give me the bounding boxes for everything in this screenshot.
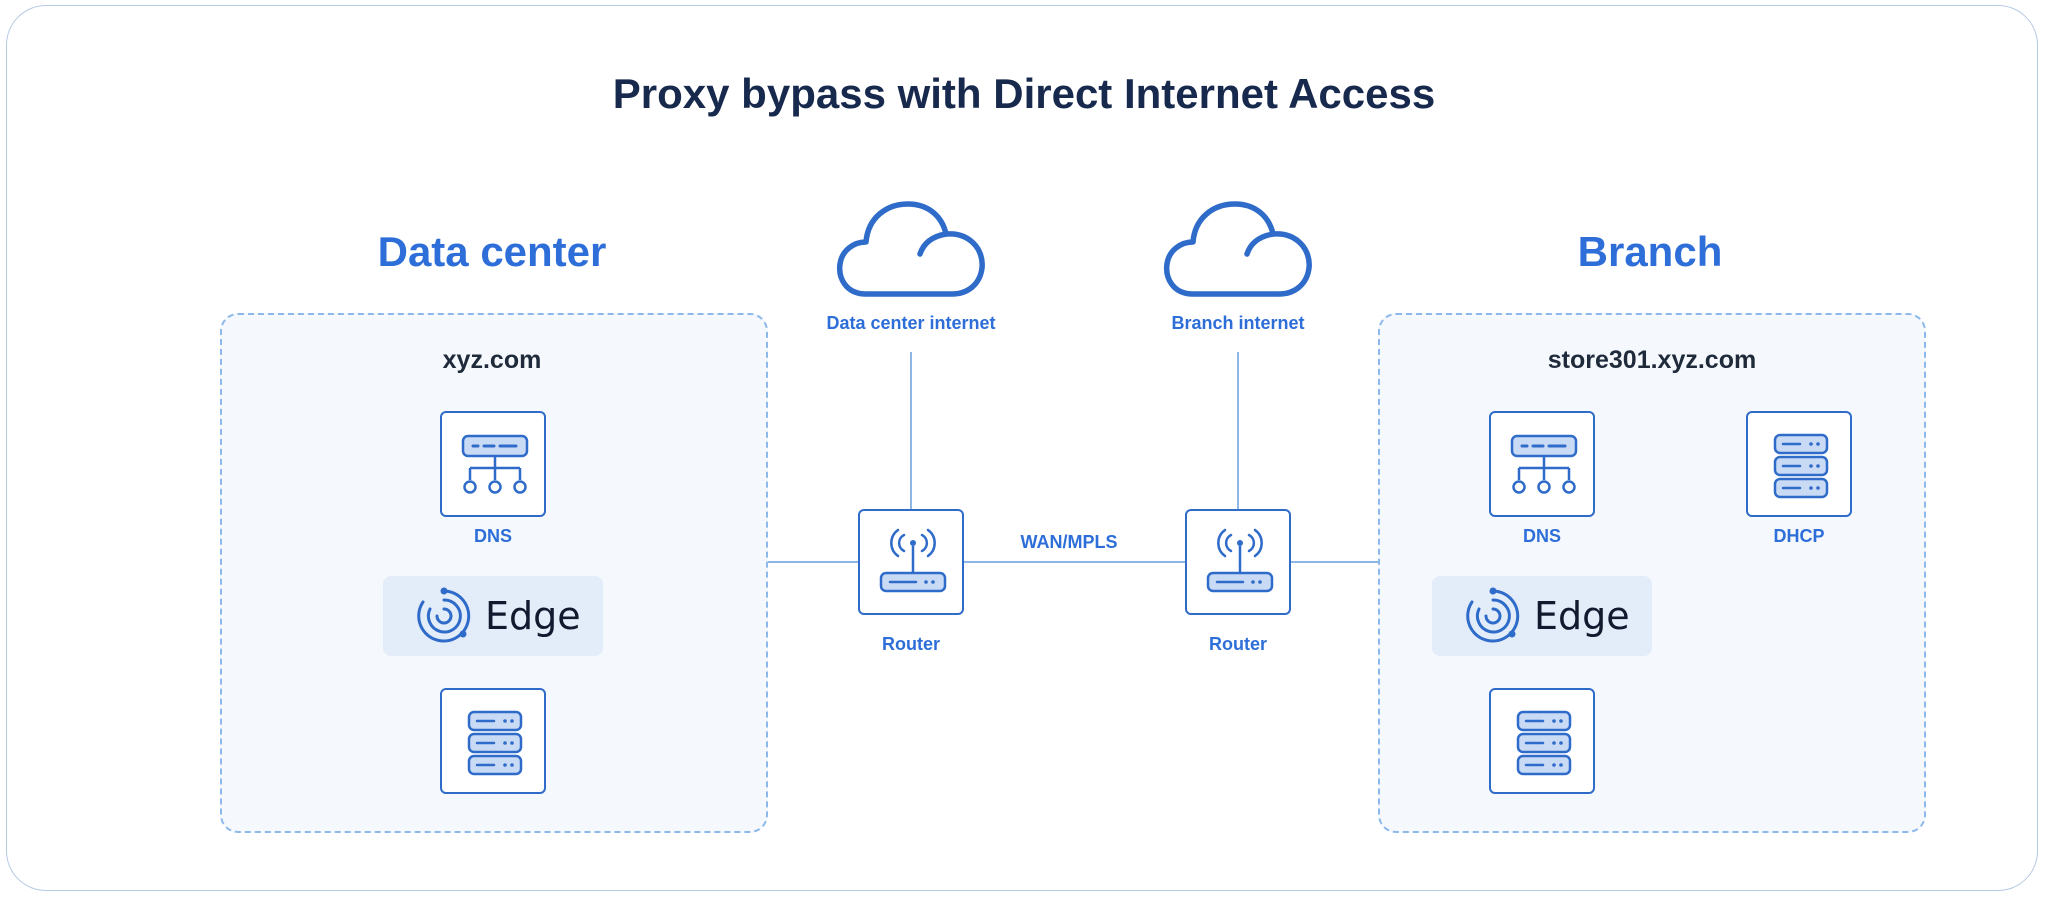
branch-router-label: Router bbox=[1209, 634, 1267, 654]
cloud-icon bbox=[836, 201, 985, 297]
branch-edge-label: Edge bbox=[1534, 594, 1630, 638]
link-branch-internet-to-router bbox=[1237, 352, 1239, 509]
branch-dhcp-label: DHCP bbox=[1773, 526, 1825, 546]
data-center-edge-card: Edge bbox=[383, 576, 603, 656]
data-center-edge-label: Edge bbox=[485, 594, 581, 638]
branch-internet-label: Branch internet bbox=[1171, 313, 1305, 333]
branch-dns-label: DNS bbox=[1522, 526, 1561, 546]
router-icon bbox=[1206, 528, 1274, 593]
data-center-internet-cloud bbox=[834, 198, 988, 305]
data-center-heading: Data center bbox=[377, 228, 607, 275]
branch-internet-cloud bbox=[1161, 198, 1315, 305]
server-stack-icon bbox=[1773, 433, 1829, 499]
data-center-dns-label: DNS bbox=[473, 526, 512, 546]
edge-logo-icon bbox=[417, 587, 471, 643]
cloud-icon bbox=[1163, 201, 1312, 297]
data-center-dns-box bbox=[440, 411, 546, 517]
branch-server-box bbox=[1489, 688, 1595, 794]
branch-router-box bbox=[1185, 509, 1291, 615]
branch-edge-card: Edge bbox=[1432, 576, 1652, 656]
diagram-title: Proxy bypass with Direct Internet Access bbox=[612, 70, 1436, 117]
data-center-server-box bbox=[440, 688, 546, 794]
branch-domain: store301.xyz.com bbox=[1547, 346, 1757, 374]
server-stack-icon bbox=[1516, 710, 1572, 776]
link-dc-internet-to-router bbox=[910, 352, 912, 509]
data-center-internet-label: Data center internet bbox=[826, 313, 996, 333]
wan-mpls-label: WAN/MPLS bbox=[1020, 532, 1118, 552]
link-dc-zone-to-router bbox=[766, 561, 860, 563]
data-center-router-label: Router bbox=[882, 634, 940, 654]
dns-server-icon bbox=[461, 434, 529, 494]
data-center-domain: xyz.com bbox=[442, 346, 542, 374]
link-wan-mpls bbox=[964, 561, 1186, 563]
branch-dhcp-box bbox=[1746, 411, 1852, 517]
data-center-router-box bbox=[858, 509, 964, 615]
link-router-to-branch-zone bbox=[1290, 561, 1380, 563]
edge-logo-icon bbox=[1466, 587, 1520, 643]
router-icon bbox=[879, 528, 947, 593]
branch-dns-box bbox=[1489, 411, 1595, 517]
branch-zone bbox=[1378, 313, 1926, 833]
dns-server-icon bbox=[1510, 434, 1578, 494]
branch-heading: Branch bbox=[1577, 228, 1723, 275]
server-stack-icon bbox=[467, 710, 523, 776]
